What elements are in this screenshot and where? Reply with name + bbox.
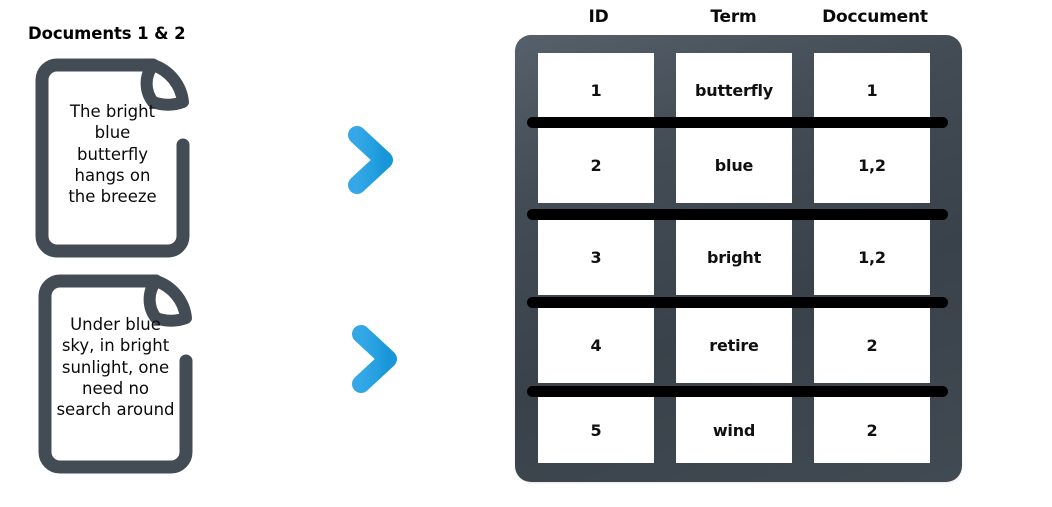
row-separator [527, 117, 948, 128]
cell-doccument: 1,2 [814, 220, 930, 295]
cell-term: wind [676, 397, 792, 463]
column-header-doccument: Doccument [822, 7, 928, 27]
column-header-term: Term [710, 7, 757, 27]
arrow-right-icon [299, 322, 409, 396]
document-text: The bright blue butterfly hangs on the b… [68, 102, 157, 207]
cell-doccument: 2 [814, 308, 930, 383]
cell-id: 2 [538, 128, 654, 203]
cell-doccument: 1 [814, 53, 930, 128]
cell-term: butterfly [676, 53, 792, 128]
page-title: Documents 1 & 2 [28, 24, 186, 43]
document-page-icon [38, 274, 193, 474]
document-text: Under blue sky, in bright sunlight, one … [56, 315, 175, 420]
cell-term: retire [676, 308, 792, 383]
row-separator [527, 209, 948, 220]
arrow-right-icon [295, 123, 405, 197]
row-separator [527, 386, 948, 397]
cell-id: 5 [538, 397, 654, 463]
cell-id: 4 [538, 308, 654, 383]
document-card-2[interactable]: Under blue sky, in bright sunlight, one … [38, 274, 193, 474]
column-header-id: ID [588, 7, 609, 27]
cell-doccument: 2 [814, 397, 930, 463]
document-page-icon [35, 58, 190, 258]
document-card-1[interactable]: The bright blue butterfly hangs on the b… [35, 58, 190, 258]
cell-id: 1 [538, 53, 654, 128]
cell-term: bright [676, 220, 792, 295]
cell-id: 3 [538, 220, 654, 295]
row-separator [527, 297, 948, 308]
cell-term: blue [676, 128, 792, 203]
documents-panel: Documents 1 & 2 The bright blue butterfl… [0, 0, 397, 507]
cell-doccument: 1,2 [814, 128, 930, 203]
